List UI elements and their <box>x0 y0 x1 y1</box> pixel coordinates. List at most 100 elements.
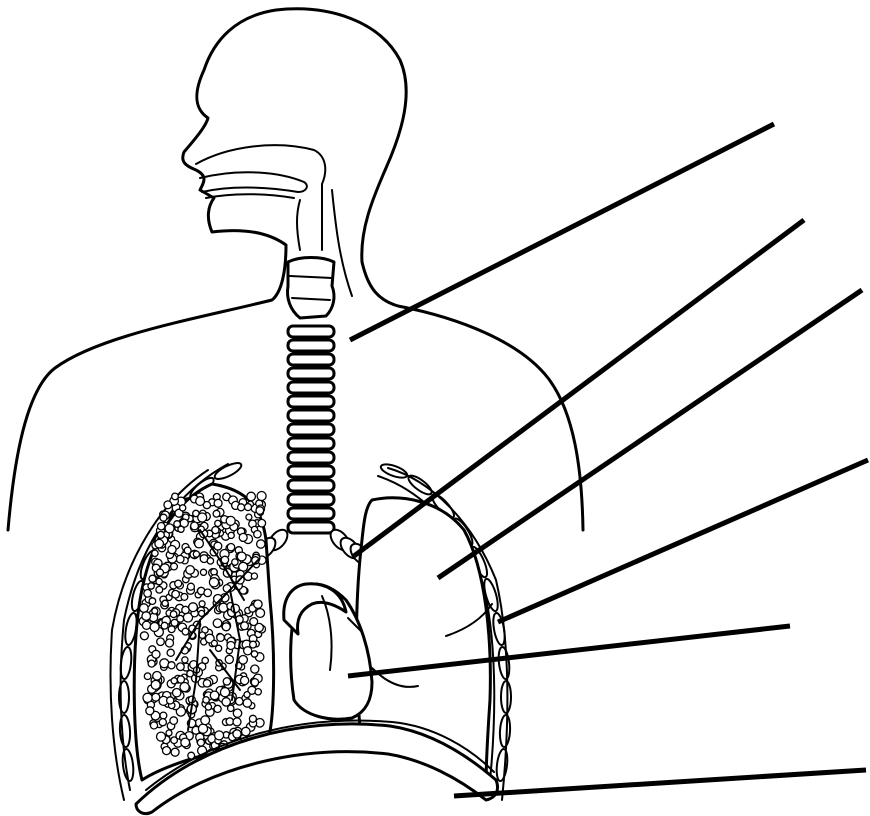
alveolus <box>243 699 251 707</box>
alveolus <box>242 727 251 736</box>
alveolus <box>223 678 230 685</box>
leader-line-1 <box>350 124 774 340</box>
alveolus <box>187 670 194 677</box>
alveolus <box>167 697 174 704</box>
alveolus <box>214 542 222 550</box>
trachea-ring <box>288 438 334 449</box>
alveolus <box>177 676 184 683</box>
tongue <box>206 194 294 198</box>
trachea-ring <box>288 494 334 505</box>
alveolus <box>238 504 245 511</box>
alveolus <box>172 590 180 598</box>
alveolus <box>171 737 178 744</box>
alveolus <box>170 611 177 618</box>
alveolus <box>249 715 256 722</box>
alveolus <box>226 516 235 525</box>
alveolus <box>214 499 222 507</box>
alveolus <box>211 640 217 646</box>
alveolus <box>150 623 159 632</box>
alveolus <box>187 583 194 590</box>
alveolus <box>177 663 185 671</box>
alveolus <box>241 676 249 684</box>
alveolus <box>251 665 259 673</box>
palate <box>200 172 307 192</box>
alveolus <box>254 600 262 608</box>
alveolus <box>144 673 151 680</box>
alveolus <box>165 524 174 533</box>
pharynx <box>297 200 300 250</box>
alveolus <box>166 639 174 647</box>
alveolus <box>213 510 220 517</box>
alveolus <box>182 628 189 635</box>
alveolus <box>162 600 168 606</box>
alveolus <box>176 555 184 563</box>
alveolus <box>155 539 164 548</box>
alveolus <box>215 520 221 526</box>
alveolus <box>149 575 156 582</box>
trachea-ring <box>288 340 334 351</box>
alveolus <box>152 650 160 658</box>
alveolus <box>142 612 151 621</box>
alveolus <box>153 672 162 681</box>
alveolus <box>227 642 235 650</box>
alveolus <box>152 608 158 614</box>
alveolus <box>222 698 230 706</box>
alveolus <box>171 748 179 756</box>
alveolus <box>159 719 166 726</box>
alveolus <box>213 619 222 628</box>
alveolus <box>256 609 265 618</box>
alveolus <box>178 526 184 532</box>
alveolus <box>160 712 167 719</box>
alveolus <box>246 514 252 520</box>
alveolus <box>152 550 158 556</box>
alveolus <box>189 603 198 612</box>
trachea-ring <box>288 508 334 519</box>
alveolus <box>222 623 230 631</box>
rib-segment <box>501 681 511 713</box>
alveolus <box>239 533 247 541</box>
alveolus <box>195 539 204 548</box>
alveolus <box>232 559 238 565</box>
alveolus <box>163 747 171 755</box>
alveolus <box>200 569 206 575</box>
alveolus <box>225 655 233 663</box>
alveolus <box>182 657 188 663</box>
alveolus <box>257 492 266 501</box>
alveolus <box>157 531 164 538</box>
alveolus <box>237 552 246 561</box>
esophagus-line <box>332 190 352 296</box>
alveolus <box>210 691 219 700</box>
alveolus <box>156 586 163 593</box>
alveolus <box>227 544 234 551</box>
alveolus <box>217 634 225 642</box>
alveolus <box>157 638 165 646</box>
alveolus <box>181 594 188 601</box>
alveolus <box>245 504 252 511</box>
rib-segment <box>495 748 509 781</box>
alveolus <box>152 693 160 701</box>
alveolus <box>258 519 266 527</box>
alveolus <box>201 716 210 725</box>
alveolus <box>198 724 207 733</box>
alveolus <box>151 680 160 689</box>
alveolus <box>172 493 179 500</box>
rib-segment <box>497 646 511 679</box>
alveolus <box>254 531 261 538</box>
alveolus <box>173 689 181 697</box>
alveolus <box>247 492 256 501</box>
alveolus <box>171 563 178 570</box>
alveolus <box>161 622 168 629</box>
alveolus <box>233 709 241 717</box>
alveolus <box>171 678 177 684</box>
alveolus <box>177 615 184 622</box>
trachea-ring <box>288 368 334 379</box>
trachea-ring <box>288 326 334 337</box>
alveolus <box>256 507 264 515</box>
alveolus <box>244 692 250 698</box>
alveolus <box>157 732 166 741</box>
alveolus <box>180 505 186 511</box>
alveolus <box>166 730 172 736</box>
alveolus <box>214 705 221 712</box>
trachea-ring <box>288 522 334 533</box>
alveolus <box>150 722 157 729</box>
